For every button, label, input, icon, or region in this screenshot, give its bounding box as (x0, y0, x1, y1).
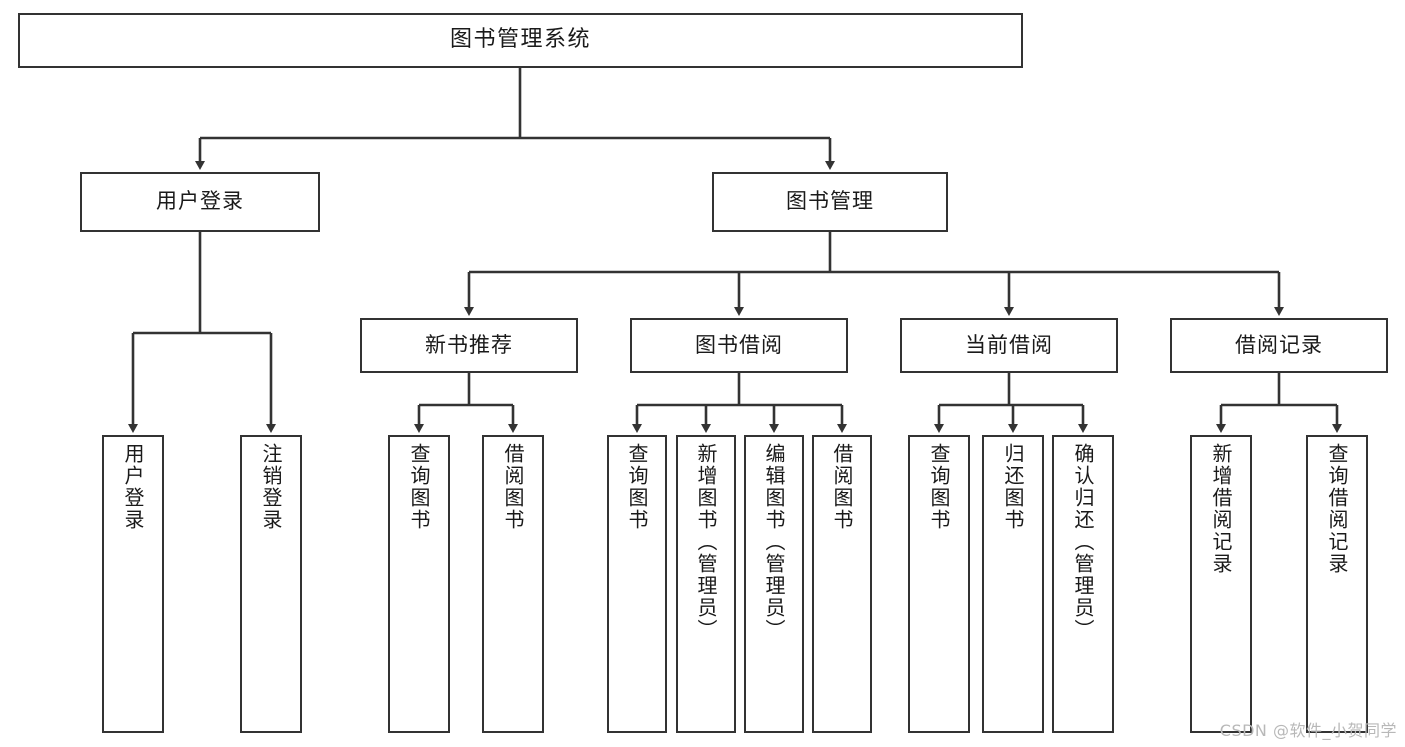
node-leaf-add-book-admin[interactable]: 新增图书（管理员） (676, 435, 736, 733)
node-leaf-return-book[interactable]: 归还图书 (982, 435, 1044, 733)
node-leaf-query-borrow-record[interactable]: 查询借阅记录 (1306, 435, 1368, 733)
node-borrow-record[interactable]: 借阅记录 (1170, 318, 1388, 373)
node-book-management[interactable]: 图书管理 (712, 172, 948, 232)
node-label: 新增借阅记录 (1209, 443, 1233, 575)
node-leaf-logout[interactable]: 注销登录 (240, 435, 302, 733)
node-label: 用户登录 (121, 443, 145, 531)
node-leaf-borrow-book-recommend[interactable]: 借阅图书 (482, 435, 544, 733)
node-label: 查询图书 (625, 443, 649, 531)
node-label: 新书推荐 (425, 332, 513, 357)
node-user-login[interactable]: 用户登录 (80, 172, 320, 232)
node-leaf-query-book-recommend[interactable]: 查询图书 (388, 435, 450, 733)
node-leaf-query-book-borrow[interactable]: 查询图书 (607, 435, 667, 733)
node-leaf-add-borrow-record[interactable]: 新增借阅记录 (1190, 435, 1252, 733)
node-leaf-user-login[interactable]: 用户登录 (102, 435, 164, 733)
node-label: 查询图书 (927, 443, 951, 531)
node-root-book-management-system[interactable]: 图书管理系统 (18, 13, 1023, 68)
node-label: 当前借阅 (965, 332, 1053, 357)
node-label: 图书管理系统 (449, 27, 591, 53)
node-label: 新增图书（管理员） (694, 443, 718, 641)
node-leaf-query-book-current[interactable]: 查询图书 (908, 435, 970, 733)
node-label: 用户登录 (156, 189, 244, 214)
node-label: 编辑图书（管理员） (762, 443, 786, 641)
node-label: 借阅图书 (501, 443, 525, 531)
node-label: 借阅记录 (1235, 332, 1323, 357)
node-new-book-recommend[interactable]: 新书推荐 (360, 318, 578, 373)
node-current-borrow[interactable]: 当前借阅 (900, 318, 1118, 373)
node-label: 查询图书 (407, 443, 431, 531)
node-label: 图书借阅 (695, 332, 783, 357)
node-leaf-confirm-return-admin[interactable]: 确认归还（管理员） (1052, 435, 1114, 733)
node-label: 确认归还（管理员） (1071, 443, 1095, 641)
node-leaf-borrow-book[interactable]: 借阅图书 (812, 435, 872, 733)
node-label: 注销登录 (259, 443, 283, 531)
node-label: 借阅图书 (830, 443, 854, 531)
node-label: 归还图书 (1001, 443, 1025, 531)
node-label: 查询借阅记录 (1325, 443, 1349, 575)
node-book-borrow[interactable]: 图书借阅 (630, 318, 848, 373)
node-label: 图书管理 (786, 189, 874, 214)
node-leaf-edit-book-admin[interactable]: 编辑图书（管理员） (744, 435, 804, 733)
watermark: CSDN @软件_小贺同学 (1219, 721, 1397, 740)
